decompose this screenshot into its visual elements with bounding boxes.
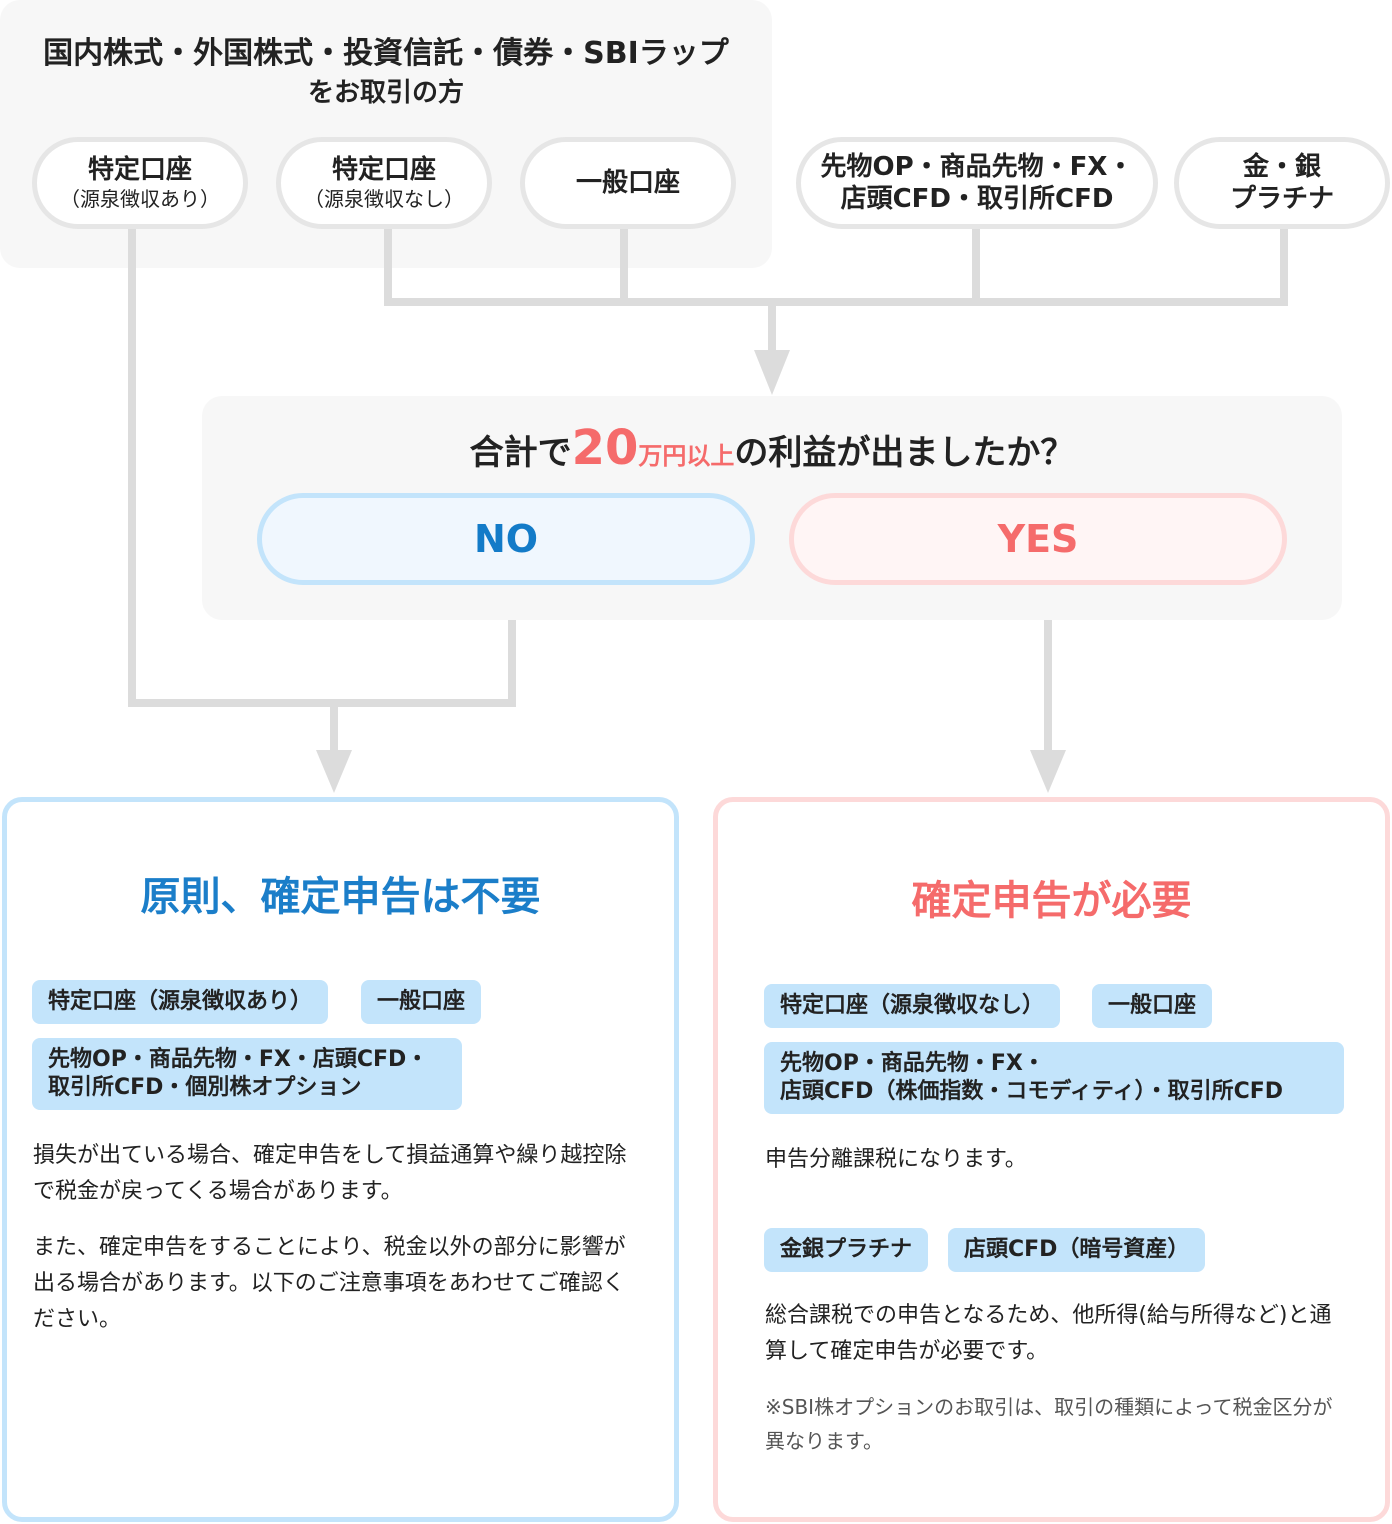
pill-label: 店頭CFD・取引所CFD (840, 184, 1114, 214)
account-specific-withholding: 特定口座 （源泉徴収あり） (32, 137, 248, 229)
no-result-text: 損失が出ている場合、確定申告をして損益通算や繰り越控除で税金が戻ってくる場合があ… (33, 1143, 627, 1204)
yes-result-text: 総合課税での申告となるため、他所得(給与所得など)と通算して確定申告が必要です。 (765, 1303, 1332, 1364)
yes-result-title: 確定申告が必要 (911, 878, 1192, 924)
tag: 先物OP・商品先物・FX・ 店頭CFD（株価指数・コモディティ）・取引所CFD (764, 1042, 1344, 1114)
precious-metals: 金・銀 プラチナ (1174, 137, 1390, 229)
pill-sublabel: （源泉徴収なし） (304, 187, 464, 211)
pill-label: 金・銀 (1242, 152, 1321, 182)
derivatives-products: 先物OP・商品先物・FX・ 店頭CFD・取引所CFD (796, 137, 1158, 229)
question-prefix: 合計で (469, 433, 572, 473)
arrow-down-icon (316, 750, 352, 793)
pill-label: 特定口座 (331, 155, 436, 185)
question-amount: 20 (571, 420, 639, 476)
pill-label: 特定口座 (87, 155, 192, 185)
pill-sublabel: （源泉徴収あり） (60, 187, 220, 211)
tag: 先物OP・商品先物・FX・店頭CFD・ 取引所CFD・個別株オプション (32, 1038, 462, 1110)
no-result-text: また、確定申告をすることにより、税金以外の部分に影響が出る場合があります。以下の… (33, 1235, 626, 1332)
question-text: 合計で20万円以上の利益が出ましたか？ (202, 420, 1342, 484)
question-suffix: の利益が出ましたか？ (734, 433, 1075, 473)
no-result-title: 原則、確定申告は不要 (140, 874, 541, 920)
pill-label: 一般口座 (575, 168, 680, 198)
arrow-down-icon (754, 350, 790, 395)
yes-result-box: 確定申告が必要 特定口座（源泉徴収なし） 一般口座 先物OP・商品先物・FX・ … (713, 797, 1390, 1522)
account-general: 一般口座 (520, 137, 736, 229)
no-answer: NO (257, 493, 755, 585)
tag: 金銀プラチナ (764, 1228, 929, 1272)
account-specific-no-withholding: 特定口座 （源泉徴収なし） (276, 137, 492, 229)
tag: 特定口座（源泉徴収なし） (764, 984, 1061, 1028)
tag: 特定口座（源泉徴収あり） (32, 980, 329, 1024)
no-result-box: 原則、確定申告は不要 特定口座（源泉徴収あり） 一般口座 先物OP・商品先物・F… (2, 797, 679, 1522)
tag: 一般口座 (1092, 984, 1213, 1028)
tag: 店頭CFD（暗号資産） (948, 1228, 1206, 1272)
group-title: 国内株式・外国株式・投資信託・債券・SBIラップ (43, 36, 729, 71)
yes-answer: YES (789, 493, 1287, 585)
group-subtitle: をお取引の方 (307, 78, 464, 108)
pill-label: プラチナ (1229, 184, 1334, 214)
tag: 一般口座 (361, 980, 482, 1024)
yes-result-note: ※SBI株オプションのお取引は、取引の種類によって税金区分が異なります。 (765, 1395, 1333, 1453)
flow-connectors (128, 229, 1288, 793)
yes-result-text: 申告分離課税になります。 (765, 1147, 1027, 1172)
pill-label: 先物OP・商品先物・FX・ (820, 152, 1134, 182)
question-unit: 万円以上 (638, 442, 735, 470)
arrow-down-icon (1030, 750, 1066, 793)
